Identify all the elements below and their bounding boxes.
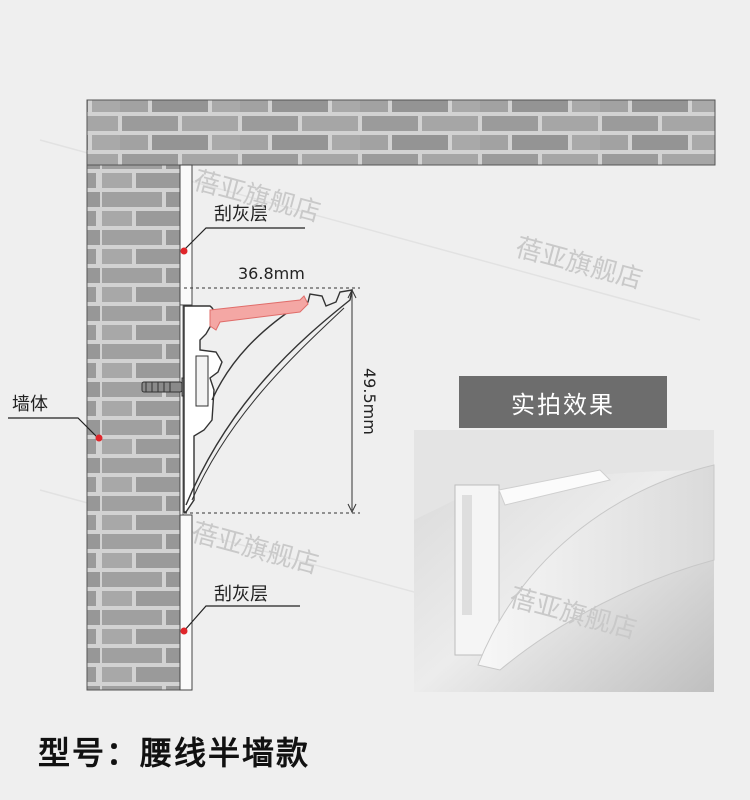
label-plaster-bottom: 刮灰层 bbox=[214, 584, 268, 605]
marker-plaster-bottom bbox=[180, 627, 188, 635]
leader-lines bbox=[8, 227, 305, 632]
photo-panel bbox=[414, 430, 715, 692]
photo-badge: 实拍效果 bbox=[459, 376, 667, 428]
marker-plaster-top bbox=[180, 247, 188, 255]
label-width-dimension: 36.8mm bbox=[238, 264, 305, 283]
plaster-layer bbox=[179, 164, 193, 691]
watermark-3: 蓓亚旗舰店 bbox=[188, 518, 321, 581]
label-plaster-top: 刮灰层 bbox=[214, 204, 268, 225]
label-height-dimension: 49.5mm bbox=[360, 368, 379, 435]
wall-top-bricks bbox=[86, 99, 716, 166]
aluminium-profile bbox=[183, 289, 353, 513]
dimension-lines bbox=[184, 287, 360, 514]
label-wall: 墙体 bbox=[12, 394, 48, 415]
marker-wall bbox=[95, 434, 103, 442]
wall-left-bricks bbox=[86, 164, 181, 691]
pink-diffuser bbox=[209, 295, 309, 331]
watermark-2: 蓓亚旗舰店 bbox=[512, 233, 645, 296]
model-title: 型号：腰线半墙款 bbox=[38, 734, 311, 772]
